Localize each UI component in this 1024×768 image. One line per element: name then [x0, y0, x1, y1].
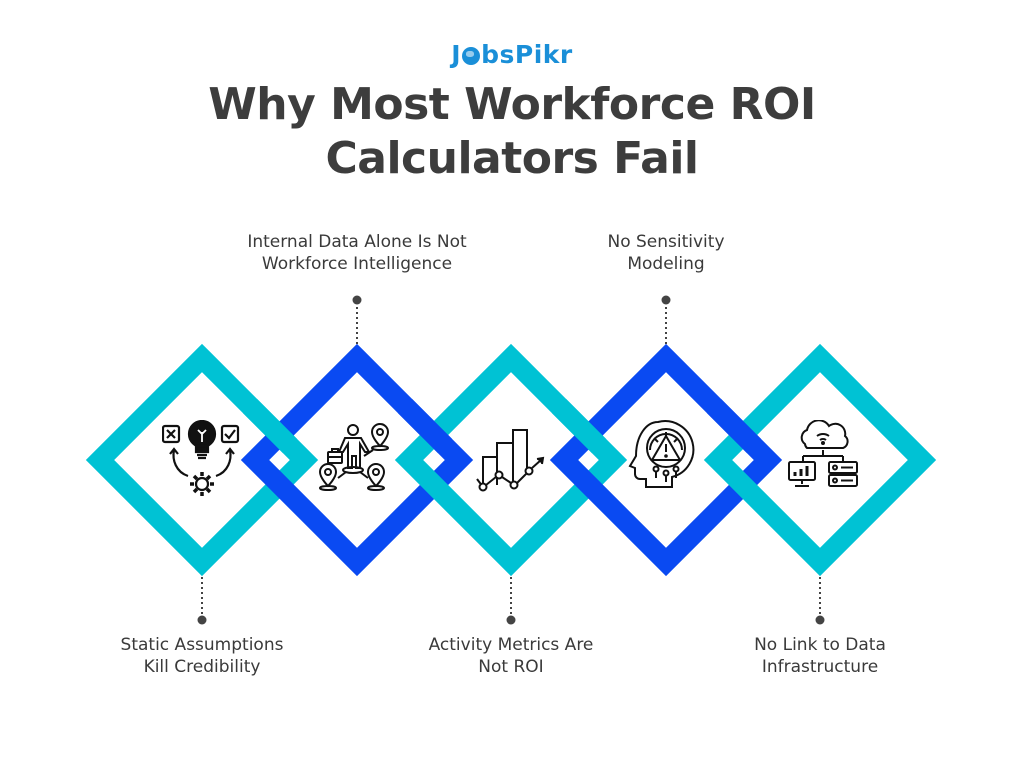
title-line-2: Calculators Fail: [325, 133, 699, 184]
person-locations-network-icon: [318, 422, 398, 502]
cloud-data-infrastructure-icon: [785, 419, 865, 500]
logo-text-prefix: J: [451, 40, 462, 69]
title-line-1: Why Most Workforce ROI: [208, 79, 816, 130]
item-label-4: No Sensitivity Modeling: [536, 231, 796, 275]
item-label-5-line-1: No Link to Data: [754, 635, 886, 655]
item-label-3: Activity Metrics Are Not ROI: [381, 634, 641, 678]
item-label-5-line-2: Infrastructure: [761, 657, 879, 677]
connector-dot-1: [197, 615, 207, 625]
connector-dot-2: [352, 295, 362, 305]
connector-dot-4: [661, 295, 671, 305]
item-label-3-line-2: Not ROI: [478, 657, 544, 677]
item-label-1-line-2: Kill Credibility: [143, 657, 261, 677]
item-label-1-line-1: Static Assumptions: [120, 635, 284, 655]
item-label-2: Internal Data Alone Is Not Workforce Int…: [227, 231, 487, 275]
globe-icon: [462, 47, 481, 65]
connector-dot-5: [815, 615, 825, 625]
page-title: Why Most Workforce ROI Calculators Fail: [0, 78, 1024, 186]
item-label-4-line-2: Modeling: [627, 254, 705, 274]
item-label-1: Static Assumptions Kill Credibility: [72, 634, 332, 678]
item-label-4-line-1: No Sensitivity: [607, 232, 725, 252]
diamond-5: [703, 343, 937, 577]
lightbulb-decision-gear-icon: [161, 419, 242, 500]
connector-dot-3: [506, 615, 516, 625]
logo-text-suffix: bsPikr: [481, 40, 573, 69]
item-label-3-line-1: Activity Metrics Are: [428, 635, 594, 655]
item-label-2-line-2: Workforce Intelligence: [261, 254, 453, 274]
connector-dots: [197, 295, 825, 625]
item-label-5: No Link to Data Infrastructure: [690, 634, 950, 678]
head-risk-gauge-icon: [628, 420, 708, 500]
item-label-2-line-1: Internal Data Alone Is Not: [247, 232, 467, 252]
growth-chart-trend-icon: [475, 425, 555, 505]
